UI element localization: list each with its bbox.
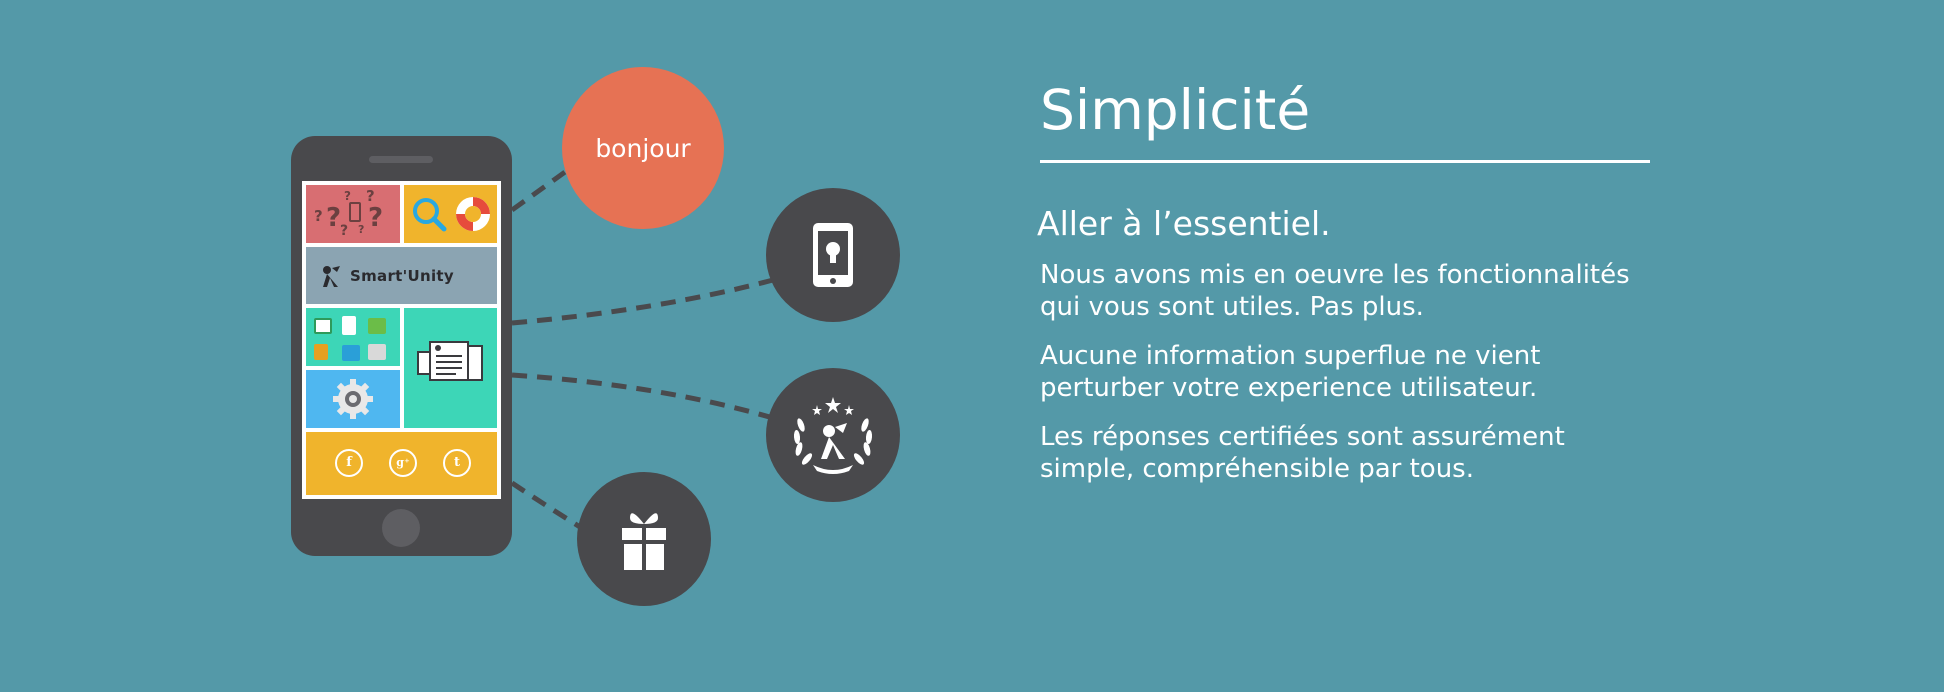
paragraph-line: Aucune information superflue ne vient: [1040, 341, 1541, 371]
question-mark-icon: ?: [368, 203, 384, 233]
question-mark-icon: ?: [340, 223, 349, 239]
mail-icon: [314, 318, 332, 334]
tile-questions: ? ? ? ? ? ? ?: [306, 185, 400, 243]
paragraph-certified: Les réponses certifiées sont assurément …: [1040, 421, 1680, 485]
chart-icon: [368, 318, 386, 334]
paragraph-experience: Aucune information superflue ne vient pe…: [1040, 340, 1680, 404]
paragraph-line: Les réponses certifiées sont assurément: [1040, 422, 1565, 452]
paragraph-features: Nous avons mis en oeuvre les fonctionnal…: [1040, 259, 1680, 323]
tile-apps: [306, 308, 400, 366]
bonjour-label: bonjour: [595, 133, 691, 163]
question-mark-icon: ?: [366, 187, 375, 205]
connector-phone-icon: [511, 277, 774, 326]
feature-award-circle: [766, 368, 900, 502]
tile-chat: [404, 308, 497, 428]
chat-small-icon: [342, 345, 360, 361]
question-mark-icon: ?: [344, 189, 351, 203]
smartphone-illustration: ? ? ? ? ? ? ?: [291, 136, 512, 556]
smartunity-logo-icon: [323, 266, 340, 287]
tile-social: f g⁺ t: [306, 432, 497, 495]
facebook-icon: f: [335, 449, 363, 477]
mini-phone-icon: [349, 202, 361, 222]
magnifier-icon: [413, 198, 447, 232]
smartphone-lightbulb-icon: [813, 223, 853, 287]
connector-bonjour: [510, 169, 567, 213]
music-icon: [314, 344, 328, 360]
feature-gift-circle: [577, 472, 711, 606]
connector-gift-icon: [510, 480, 582, 530]
bonjour-bubble: bonjour: [562, 67, 724, 229]
brand-logo: Smart'Unity: [318, 261, 488, 291]
paragraph-line: simple, compréhensible par tous.: [1040, 454, 1474, 484]
title-divider: [1040, 160, 1650, 163]
phone-screen: ? ? ? ? ? ? ?: [302, 181, 501, 499]
connector-award-icon: [511, 372, 774, 421]
page-title: Simplicité: [1040, 78, 1311, 142]
question-mark-icon: ?: [358, 223, 365, 236]
question-mark-icon: ?: [314, 207, 323, 225]
phone-home-button: [382, 509, 420, 547]
section-subtitle: Aller à l’essentiel.: [1037, 204, 1331, 243]
document-icon: [342, 316, 356, 335]
gear-icon: [333, 379, 373, 419]
laurel-award-icon: [793, 397, 873, 474]
paragraph-line: perturber votre experience utilisateur.: [1040, 373, 1538, 403]
question-mark-icon: ?: [326, 203, 342, 233]
paragraph-line: Nous avons mis en oeuvre les fonctionnal…: [1040, 260, 1630, 290]
tile-search-help: [404, 185, 497, 243]
bank-icon: [368, 344, 386, 360]
brand-name: Smart'Unity: [350, 267, 454, 285]
twitter-icon: t: [443, 449, 471, 477]
lifebuoy-icon: [456, 197, 490, 231]
google-plus-icon: g⁺: [389, 449, 417, 477]
tile-settings: [306, 370, 400, 428]
paragraph-line: qui vous sont utiles. Pas plus.: [1040, 292, 1424, 322]
tile-brand: Smart'Unity: [306, 247, 497, 304]
chat-bubbles-icon: [417, 341, 483, 381]
phone-speaker: [369, 156, 433, 163]
feature-phone-circle: [766, 188, 900, 322]
gift-icon: [622, 513, 666, 570]
